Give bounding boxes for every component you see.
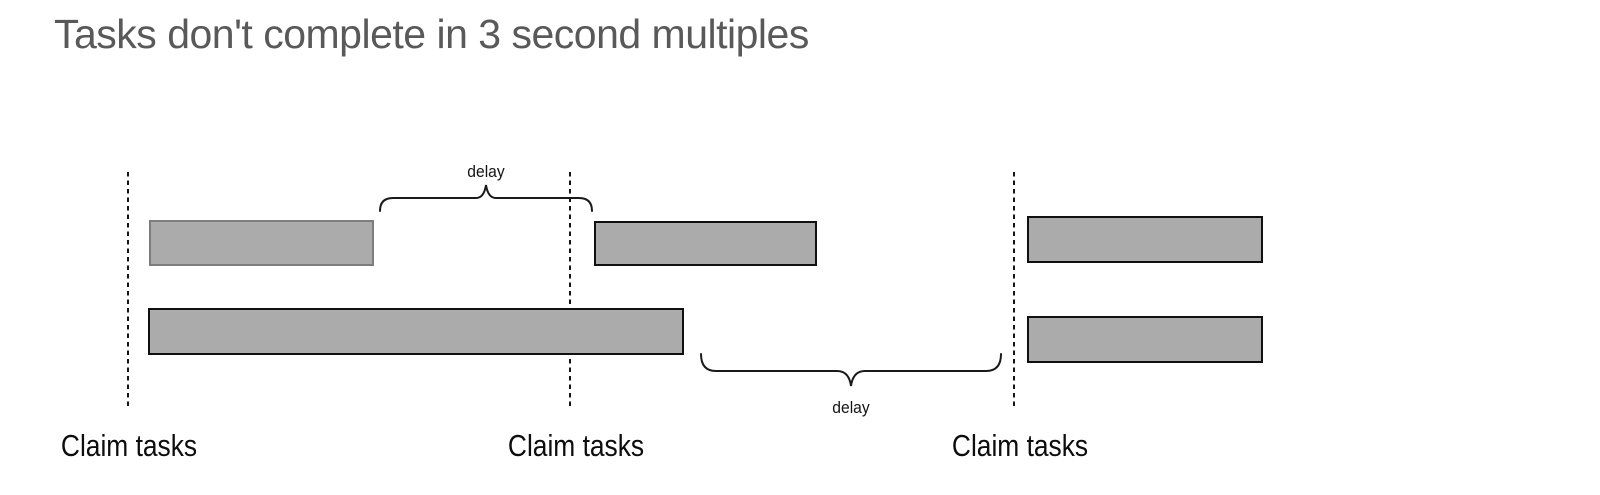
task-bar-row1-first	[149, 220, 374, 266]
claim-tasks-label-3: Claim tasks	[951, 428, 1089, 463]
delay-brace-top	[379, 184, 593, 212]
claim-marker-line-3	[1013, 172, 1015, 410]
task-bar-row1-third	[1027, 216, 1263, 263]
task-bar-row1-second	[594, 221, 817, 266]
delay-label-bottom: delay	[832, 398, 870, 417]
delay-label-top: delay	[467, 162, 505, 181]
delay-brace-bottom	[700, 353, 1002, 387]
claim-tasks-label-1: Claim tasks	[60, 428, 198, 463]
task-bar-row2-first	[148, 308, 684, 355]
task-bar-row2-second	[1027, 316, 1263, 363]
page-title: Tasks don't complete in 3 second multipl…	[54, 11, 809, 57]
claim-marker-line-2	[569, 172, 571, 410]
claim-tasks-label-2: Claim tasks	[507, 428, 645, 463]
claim-marker-line-1	[127, 172, 129, 410]
